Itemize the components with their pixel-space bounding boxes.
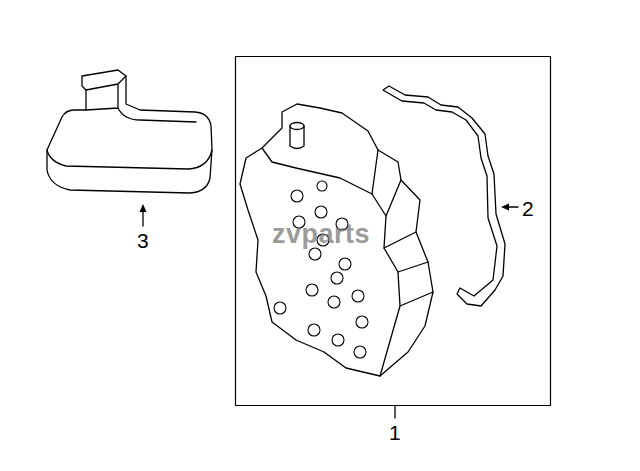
watermark: zvparts — [272, 221, 370, 248]
group-frame — [236, 57, 551, 406]
filter-part — [47, 70, 212, 193]
callout-number: 3 — [137, 230, 149, 251]
valve-body-part — [240, 104, 433, 376]
leader-line — [142, 210, 143, 226]
callout-number: 2 — [522, 198, 534, 219]
arrowhead — [501, 204, 509, 211]
leader-line — [394, 406, 395, 418]
arrowhead — [140, 204, 147, 212]
callout-number: 1 — [389, 422, 401, 443]
